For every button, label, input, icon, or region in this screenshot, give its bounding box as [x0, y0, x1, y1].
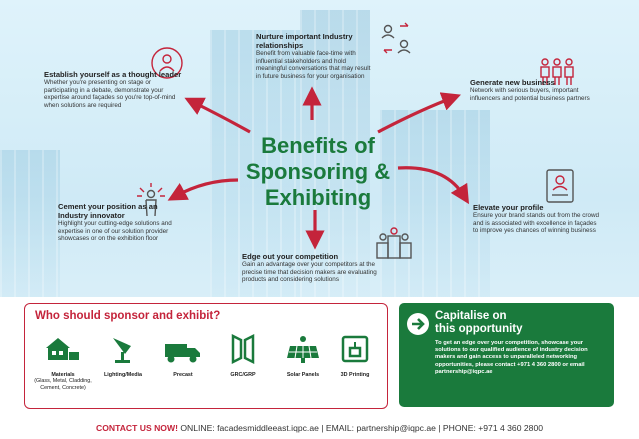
network-people-icon [381, 22, 411, 54]
group-people-icon [540, 58, 574, 85]
background-building [0, 150, 60, 300]
arrow-right-icon [407, 313, 429, 335]
sponsor-panel: Who should sponsor and exhibit? Material… [24, 303, 388, 409]
capitalise-title: Capitalise on this opportunity [435, 310, 523, 335]
profile-card-icon [546, 169, 574, 203]
category-precast: Precast [153, 334, 213, 378]
precast-truck-icon [165, 344, 200, 363]
solar-panel-icon [287, 336, 319, 363]
capitalise-text: To get an edge over your competition, sh… [435, 340, 588, 375]
benefit-thought-leader: Establish yourself as a thought leader W… [44, 70, 182, 109]
footer-online-link[interactable]: ONLINE: facadesmiddleeast.iqpc.ae [180, 423, 319, 433]
benefit-relationships: Nurture important Industry relationships… [256, 32, 371, 80]
sponsor-heading: Who should sponsor and exhibit? [35, 310, 221, 322]
benefit-new-business: Generate new business Network with serio… [470, 78, 590, 102]
grc-icon [231, 333, 255, 365]
category-solar-panels: Solar Panels [273, 334, 333, 378]
background-building [300, 10, 370, 300]
arrows-graphic [167, 86, 470, 250]
arrow-innovator [167, 178, 239, 201]
footer-email-link[interactable]: EMAIL: partnership@iqpc.ae [325, 423, 436, 433]
innovator-person-icon [137, 183, 165, 217]
arrow-new-business [377, 92, 461, 134]
arrow-profile [397, 166, 470, 205]
category-lighting-media: Lighting/Media [93, 334, 153, 378]
lighting-icon [113, 338, 131, 363]
benefit-innovator: Cement your position as an Industry inno… [58, 202, 172, 243]
page-title: Benefits of Sponsoring & Exhibiting [245, 133, 391, 210]
category-grc-grp: GRC/GRP [213, 333, 273, 378]
background-building [380, 110, 490, 300]
category-materials: Materials(Glass, Metal, Cladding, Cement… [33, 334, 93, 391]
capitalise-panel: Capitalise on this opportunity To get an… [399, 303, 614, 407]
background-building [210, 30, 300, 300]
3d-printer-icon [341, 335, 369, 363]
benefit-competition: Edge out your competition Gain an advant… [242, 252, 377, 284]
footer-phone[interactable]: PHONE: +971 4 360 2800 [442, 423, 543, 433]
category-3d-printing: 3D Printing [325, 334, 385, 378]
materials-icon [46, 338, 79, 360]
podium-icon [376, 227, 412, 259]
benefit-profile: Elevate your profile Ensure your brand s… [473, 203, 600, 235]
arrow-thought-leader [184, 97, 251, 134]
contact-footer: CONTACT US NOW! ONLINE: facadesmiddleeas… [0, 417, 639, 439]
speaker-icon [151, 47, 183, 79]
